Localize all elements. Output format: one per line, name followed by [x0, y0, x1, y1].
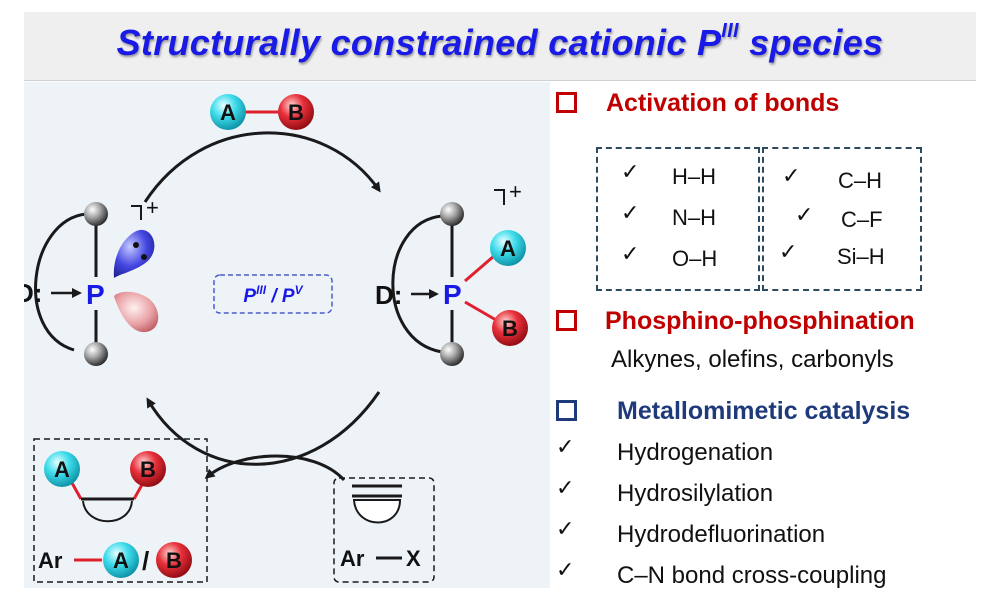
- check-icon: ✓: [621, 160, 640, 185]
- product-box: [33, 438, 208, 583]
- product-label-b: B: [140, 457, 156, 482]
- right-atom-b: [492, 310, 528, 346]
- heading-metallomimetic: Metallomimetic catalysis: [617, 397, 911, 425]
- right-atom-a: [490, 230, 526, 266]
- left-substituent-top: [84, 202, 108, 226]
- left-donor: D:: [24, 278, 42, 308]
- check-icon: ✓: [779, 240, 798, 265]
- heading-activation: Activation of bonds: [606, 89, 840, 117]
- bullet-box-phosphino: [556, 310, 577, 331]
- branch-arrow: [204, 454, 346, 482]
- reagent-atom-b: [278, 94, 314, 130]
- right-bond-a: [464, 254, 495, 283]
- bond-cf: C–F: [841, 207, 883, 232]
- bond-nh: N–H: [672, 205, 717, 230]
- cycle-arrow-top: [143, 131, 381, 203]
- catalysis-item: Hydrosilylation: [617, 480, 774, 507]
- heading-phosphino: Phosphino-phosphination: [605, 307, 915, 335]
- bond-hh: H–H: [672, 164, 717, 189]
- right-bond-b: [464, 300, 497, 322]
- empty-orbital-lobe: [114, 291, 159, 333]
- right-bracket: [494, 189, 505, 205]
- right-donor: D:: [375, 280, 402, 310]
- check-icon: ✓: [556, 476, 575, 501]
- check-icon: ✓: [556, 435, 575, 460]
- substrate-ring: [352, 499, 402, 524]
- bond-group-1-box: [596, 147, 760, 291]
- product-ring: [82, 500, 133, 523]
- left-substituent-bottom: [84, 342, 108, 366]
- right-substituent-bottom: [440, 342, 464, 366]
- left-phosphorus: P: [86, 279, 105, 310]
- bond-sih: Si–H: [837, 244, 885, 269]
- title-bar: Structurally constrained cationic PIII s…: [24, 12, 976, 81]
- check-icon: ✓: [556, 558, 575, 583]
- substrate-box: [333, 477, 435, 583]
- reagent-label-b: B: [288, 100, 304, 125]
- catalytic-cycle-panel: A B D: P + PIII / PV: [24, 82, 550, 588]
- lone-pair-lobe: [113, 229, 155, 278]
- product-atom-b: [130, 451, 166, 487]
- product-atom-a: [44, 451, 80, 487]
- product-label-a: A: [54, 457, 70, 482]
- phosphino-substrates: Alkynes, olefins, carbonyls: [611, 346, 894, 373]
- right-backbone: [391, 214, 443, 354]
- cycle-arrow-bottom: [146, 391, 381, 466]
- left-backbone: [34, 212, 87, 352]
- redox-box: [213, 274, 333, 314]
- figure-title: Structurally constrained cationic PIII s…: [24, 20, 976, 64]
- bullet-box-activation: [556, 92, 577, 113]
- bond-oh: O–H: [672, 246, 718, 271]
- left-bracket: [131, 205, 142, 220]
- check-icon: ✓: [795, 203, 814, 228]
- product-atom-b2: [156, 542, 192, 578]
- left-charge: +: [146, 195, 159, 220]
- check-icon: ✓: [621, 242, 640, 267]
- catalytic-cycle-diagram: A B D: P + PIII / PV: [24, 94, 528, 583]
- catalysis-item: Hydrogenation: [617, 439, 774, 466]
- product-label-a2: A: [113, 548, 129, 573]
- product-aryl: Ar: [38, 548, 63, 573]
- title-tail: species: [738, 22, 884, 63]
- bullet-box-metallomimetic: [556, 400, 577, 421]
- product-atom-a2: [103, 542, 139, 578]
- title-text: Structurally constrained cationic P: [116, 22, 722, 63]
- product-slash: /: [142, 546, 149, 576]
- reagent-atom-a: [210, 94, 246, 130]
- right-label-a: A: [500, 236, 516, 261]
- check-icon: ✓: [782, 164, 801, 189]
- catalysis-item: Hydrodefluorination: [617, 521, 826, 548]
- title-superscript: III: [721, 20, 739, 42]
- substrate-aryl: Ar: [340, 546, 365, 571]
- bond-group-2-box: [762, 147, 922, 291]
- substrate-halide: X: [406, 546, 421, 571]
- product-label-b2: B: [166, 548, 182, 573]
- catalysis-item: C–N bond cross-coupling: [617, 562, 887, 589]
- redox-label: PIII / PV: [243, 283, 303, 307]
- right-phosphorus: P: [443, 279, 462, 310]
- right-label-b: B: [502, 316, 518, 341]
- bond-ch: C–H: [838, 168, 883, 193]
- check-icon: ✓: [556, 517, 575, 542]
- check-icon: ✓: [621, 201, 640, 226]
- right-charge: +: [509, 179, 522, 204]
- right-substituent-top: [440, 202, 464, 226]
- reagent-label-a: A: [220, 100, 236, 125]
